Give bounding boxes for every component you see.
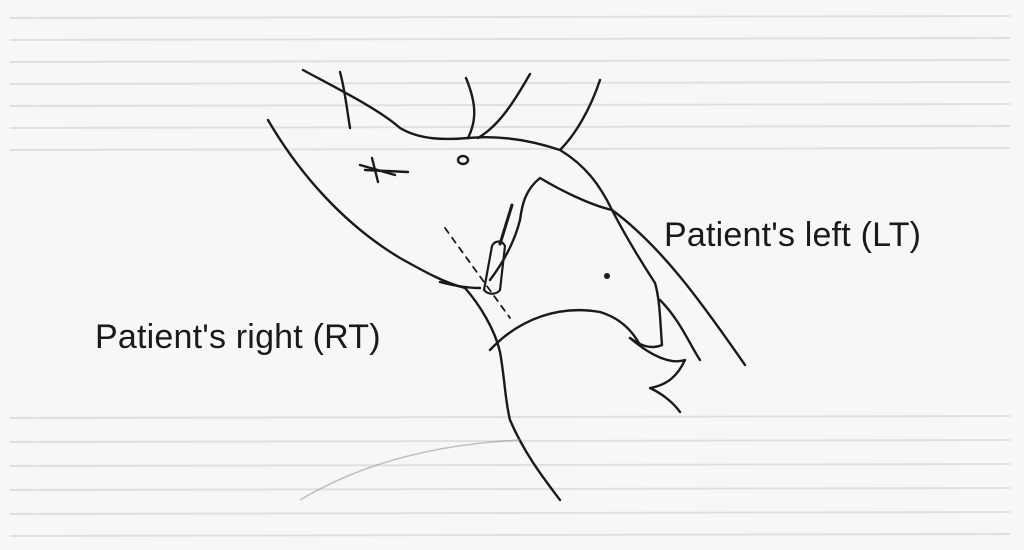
ear-marker xyxy=(458,156,468,164)
patient-left-label: Patient's left (LT) xyxy=(664,216,921,255)
anatomy-outline xyxy=(268,70,745,500)
chest-marker xyxy=(604,273,610,279)
catheter-wire xyxy=(500,205,512,244)
faded-text-background xyxy=(10,16,1010,536)
neck-right-side xyxy=(465,288,560,500)
lower-curve xyxy=(630,338,685,412)
patient-right-label: Patient's right (RT) xyxy=(95,318,381,357)
scan-smudge xyxy=(300,440,520,500)
hair-outline-2 xyxy=(340,72,350,128)
neck-crease xyxy=(440,282,480,288)
face-outline xyxy=(268,120,465,288)
chest-line xyxy=(490,310,640,350)
arm-lower xyxy=(660,300,700,360)
chin-cross-mark-2 xyxy=(365,170,408,172)
hair-outline-5 xyxy=(560,80,600,150)
hair-outline-3 xyxy=(466,78,474,138)
